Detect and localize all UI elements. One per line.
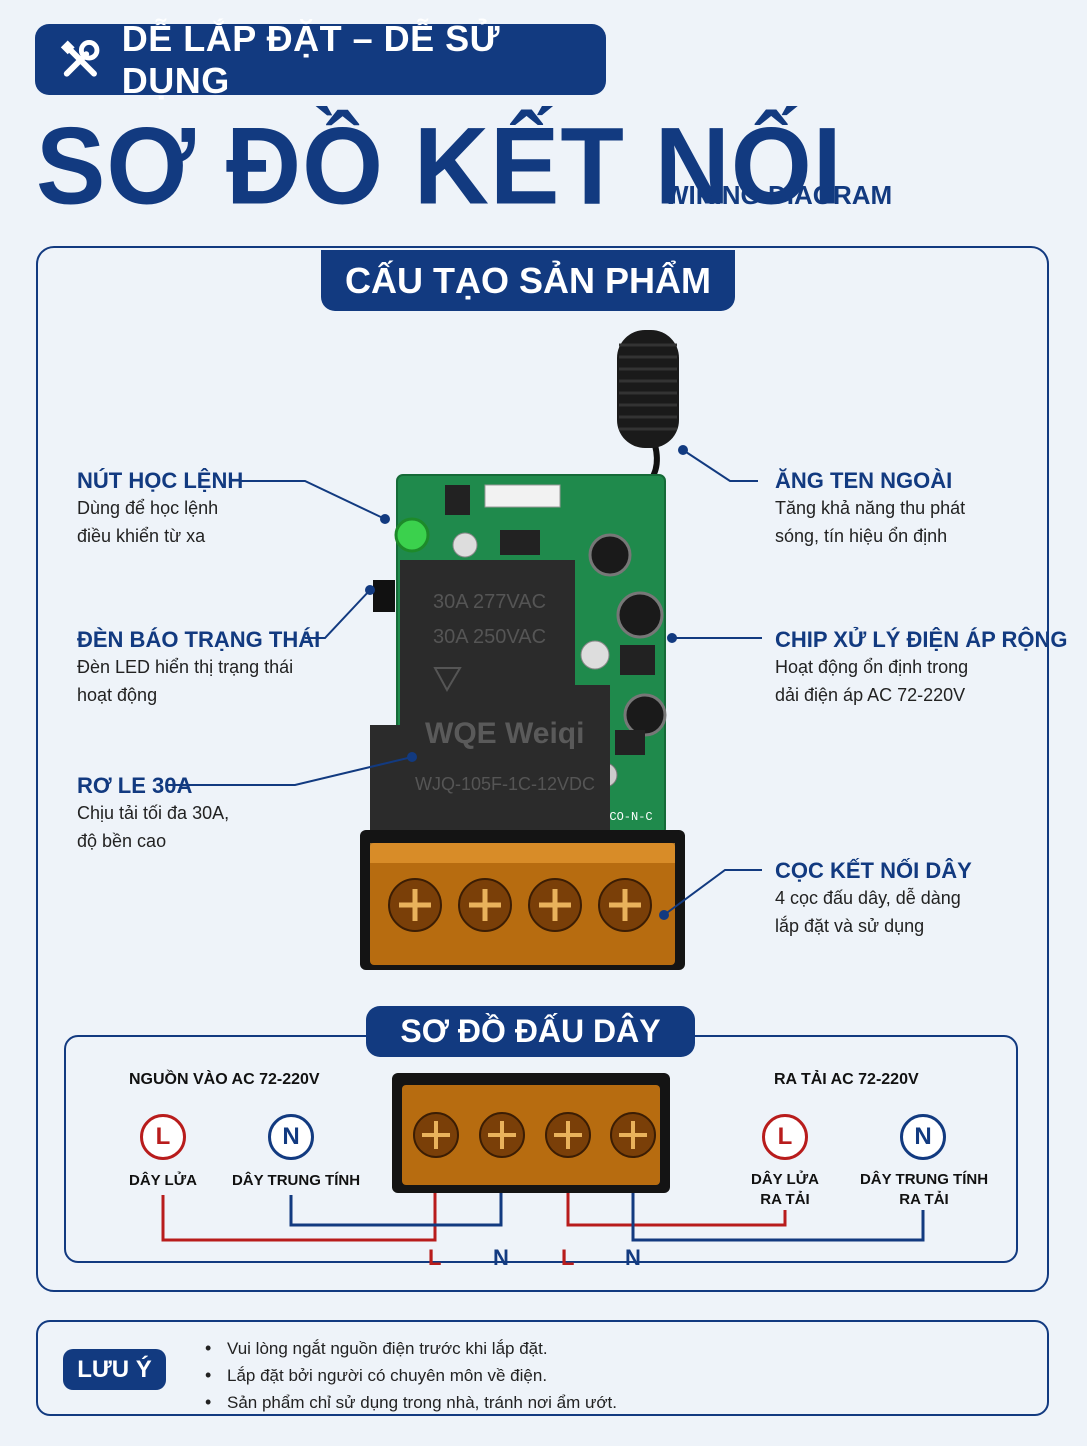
output-neutral-caption: DÂY TRUNG TÍNH RA TẢI (859, 1171, 989, 1208)
status-led (373, 580, 395, 612)
label-status-led: ĐÈN BÁO TRẠNG THÁI Đèn LED hiển thị trạn… (77, 627, 321, 705)
antenna (617, 330, 679, 502)
output-live-icon: L (762, 1114, 808, 1160)
learn-button (394, 517, 430, 553)
input-live-caption: DÂY LỬA (128, 1172, 197, 1189)
terminal-label-3: L (561, 1245, 575, 1270)
terminal-label-1: L (428, 1245, 442, 1270)
input-neutral-icon: N (268, 1114, 314, 1160)
output-live-caption: DÂY LỬA RA TẢI (750, 1171, 819, 1208)
page-title: SƠ ĐỒ KẾT NỐI (36, 106, 843, 228)
terminal-block (360, 830, 685, 970)
label-chip: CHIP XỬ LÝ ĐIỆN ÁP RỘNG Hoạt động ổn địn… (775, 627, 1068, 705)
structure-tab: CẤU TẠO SẢN PHẨM (321, 250, 735, 311)
label-learn-button: NÚT HỌC LỆNH Dùng để học lệnh điều khiển… (77, 468, 244, 546)
input-neutral-caption: DÂY TRUNG TÍNH (231, 1172, 361, 1189)
svg-text:WQE Weiqi: WQE Weiqi (425, 717, 584, 750)
svg-text:30A 250VAC: 30A 250VAC (433, 626, 546, 648)
terminal-label-4: N (625, 1245, 641, 1270)
svg-text:30A 277VAC: 30A 277VAC (433, 591, 546, 613)
notes-list: Vui lòng ngắt nguồn điện trước khi lắp đ… (205, 1335, 617, 1416)
product-illustration: 1/CO-N-C 30A 277VAC 30A 250VAC WQE Weiqi… (360, 330, 685, 970)
input-heading: NGUỒN VÀO AC 72-220V (129, 1071, 320, 1088)
note-item: Sản phẩm chỉ sử dụng trong nhà, tránh nơ… (205, 1389, 617, 1416)
label-terminals: CỌC KẾT NỐI DÂY 4 cọc đấu dây, dễ dàng l… (775, 858, 972, 936)
svg-text:WJQ-105F-1C-12VDC: WJQ-105F-1C-12VDC (415, 774, 595, 794)
header-badge: DỄ LẮP ĐẶT – DỄ SỬ DỤNG (35, 18, 606, 101)
input-live-icon: L (140, 1114, 186, 1160)
wiring-tab: SƠ ĐỒ ĐẤU DÂY (366, 1006, 695, 1057)
note-item: Lắp đặt bởi người có chuyên môn về điện. (205, 1362, 617, 1389)
structure-panel (36, 246, 1049, 1292)
output-heading: RA TẢI AC 72-220V (774, 1071, 919, 1088)
output-neutral-icon: N (900, 1114, 946, 1160)
notes-label: LƯU Ý (63, 1349, 166, 1390)
terminal-label-2: N (493, 1245, 509, 1270)
label-antenna: ĂNG TEN NGOÀI Tăng khả năng thu phát són… (775, 468, 966, 546)
label-relay: RƠ LE 30A Chịu tải tối đa 30A, độ bền ca… (77, 773, 230, 851)
tools-icon (60, 39, 100, 77)
note-item: Vui lòng ngắt nguồn điện trước khi lắp đ… (205, 1335, 617, 1362)
page-subtitle: WIRING DIAGRAM (664, 180, 893, 210)
header-badge-text: DỄ LẮP ĐẶT – DỄ SỬ DỤNG (121, 17, 501, 101)
wiring-terminal-block (392, 1073, 670, 1193)
relay-body (370, 560, 610, 830)
